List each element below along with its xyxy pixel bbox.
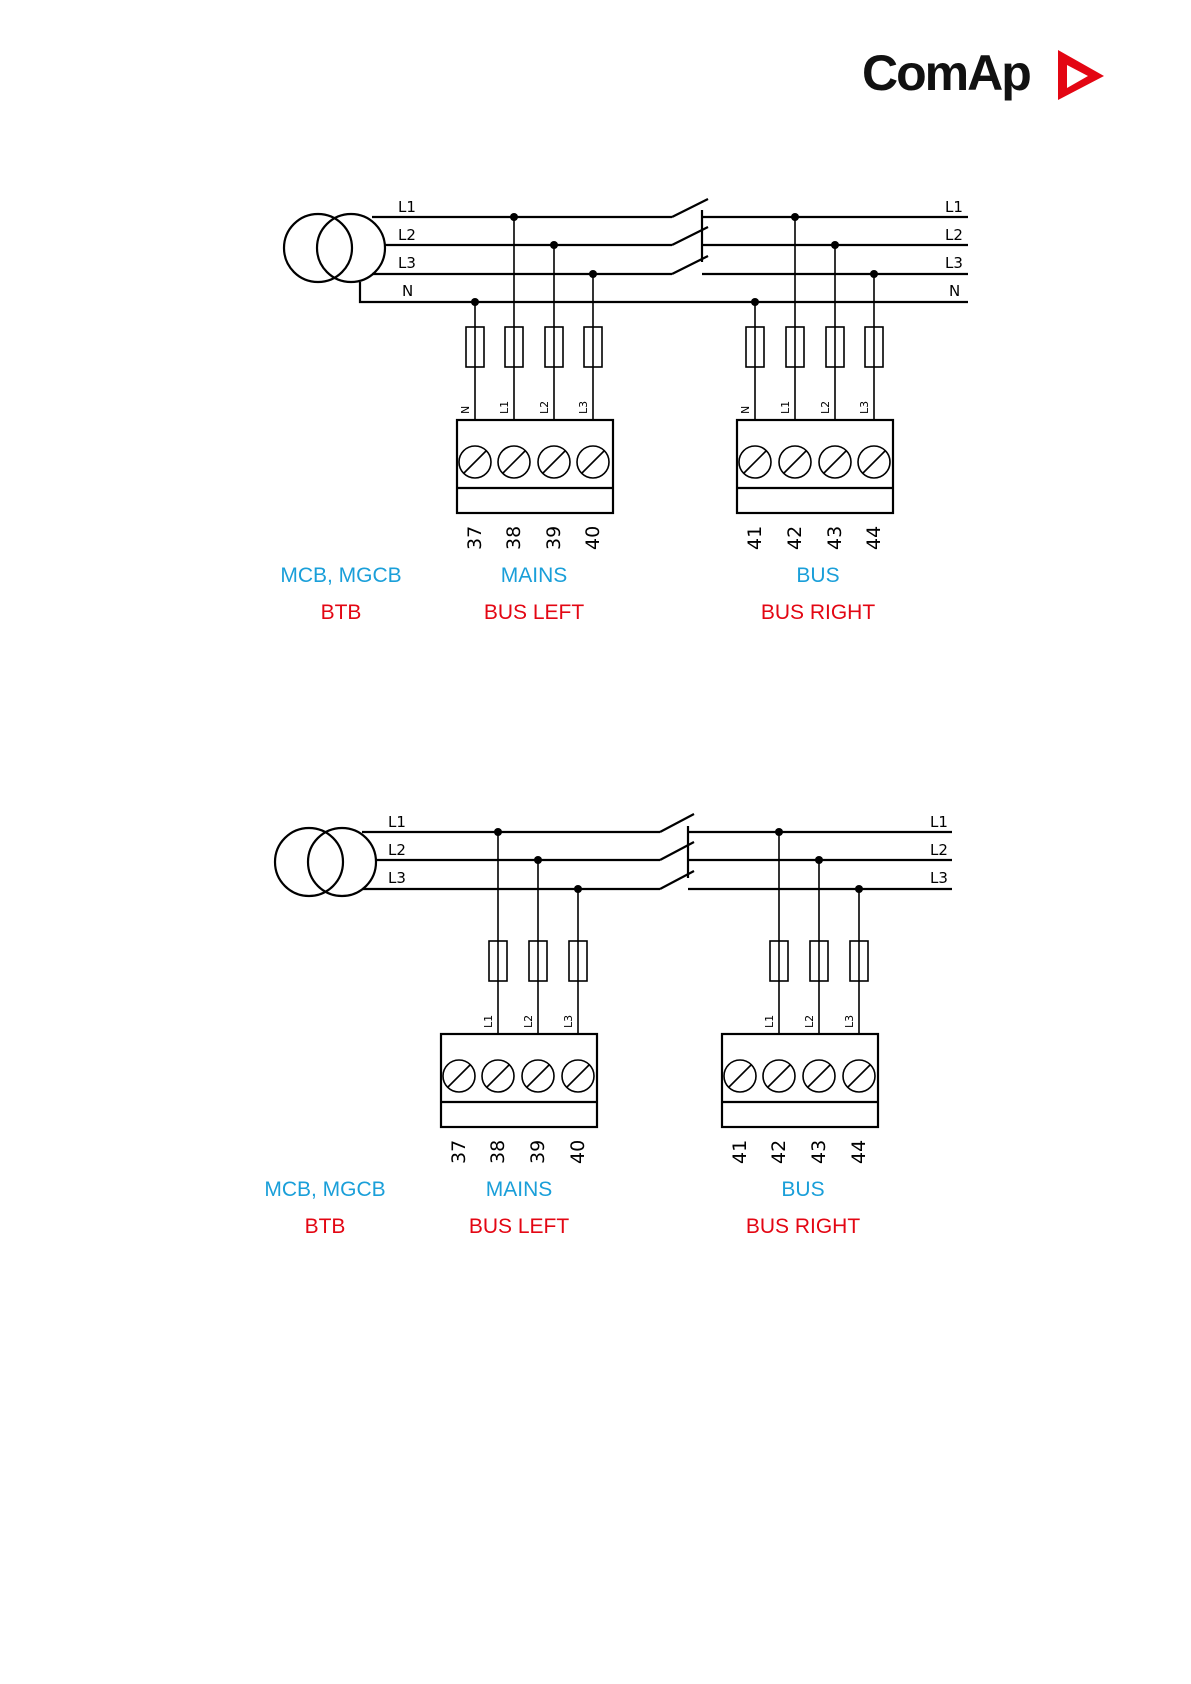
terminal-number: 44 xyxy=(848,1140,870,1164)
terminal-number: 38 xyxy=(503,526,525,550)
caption-breaker: MCB, MGCB xyxy=(264,1178,385,1201)
terminal-number: 39 xyxy=(527,1140,549,1164)
terminal-wire-label: L3 xyxy=(843,1015,856,1028)
terminal-wire-label: L1 xyxy=(482,1015,495,1028)
terminal-wire-label: N xyxy=(459,406,472,414)
mains-terminal-block: 37 38 39 40 xyxy=(441,1034,597,1164)
logo-text: ComAp xyxy=(862,45,1030,101)
terminal-wire-label: L1 xyxy=(779,401,792,414)
terminal-wire-label: L2 xyxy=(803,1015,816,1028)
terminal-number: 40 xyxy=(582,526,604,550)
terminal-wire-label: N xyxy=(739,406,752,414)
terminal-wire-label: L3 xyxy=(577,401,590,414)
phase-label: L2 xyxy=(930,841,948,859)
phase-label: L3 xyxy=(388,869,406,887)
phase-label: N xyxy=(402,282,413,300)
terminal-number: 41 xyxy=(744,526,766,550)
mains-terminal-block: 37 38 39 40 xyxy=(457,420,613,550)
caption-mains: MAINS xyxy=(486,1178,553,1201)
bus-terminal-block: 41 42 43 44 xyxy=(737,420,893,550)
caption-bus: BUS xyxy=(781,1178,824,1201)
terminal-number: 42 xyxy=(768,1140,790,1164)
breaker-switch xyxy=(672,199,708,274)
play-arrow-icon xyxy=(1058,50,1104,100)
phase-label: L2 xyxy=(945,226,963,244)
terminal-number: 43 xyxy=(824,526,846,550)
caption-bus-alt: BUS RIGHT xyxy=(746,1215,861,1238)
terminal-wire-label: L3 xyxy=(858,401,871,414)
diagram-2: L1 L2 L3 L1 L2 L3 L1 L2 L3 xyxy=(264,813,952,1238)
caption-mains: MAINS xyxy=(501,564,568,587)
terminal-number: 37 xyxy=(464,526,486,550)
caption-mains-alt: BUS LEFT xyxy=(469,1215,570,1238)
phase-label: L3 xyxy=(945,254,963,272)
terminal-number: 41 xyxy=(729,1140,751,1164)
terminal-number: 37 xyxy=(448,1140,470,1164)
phase-label: L2 xyxy=(398,226,416,244)
caption-breaker-alt: BTB xyxy=(305,1215,346,1238)
breaker-switch xyxy=(660,814,694,889)
phase-label: L3 xyxy=(930,869,948,887)
terminal-wire-label: L2 xyxy=(522,1015,535,1028)
terminal-wire-label: L1 xyxy=(763,1015,776,1028)
terminal-number: 43 xyxy=(808,1140,830,1164)
terminal-wire-label: L2 xyxy=(538,401,551,414)
terminal-number: 40 xyxy=(567,1140,589,1164)
caption-mains-alt: BUS LEFT xyxy=(484,601,585,624)
comap-logo: ComAp xyxy=(862,45,1104,101)
phase-label: L3 xyxy=(398,254,416,272)
transformer-symbol xyxy=(284,214,385,282)
diagram-1: L1 L2 L3 N L1 L2 L3 N N L1 L2 L3 xyxy=(280,198,968,624)
caption-breaker: MCB, MGCB xyxy=(280,564,401,587)
terminal-number: 42 xyxy=(784,526,806,550)
terminal-wire-label: L1 xyxy=(498,401,511,414)
caption-breaker-alt: BTB xyxy=(321,601,362,624)
phase-label: L2 xyxy=(388,841,406,859)
terminal-number: 39 xyxy=(543,526,565,550)
caption-bus: BUS xyxy=(796,564,839,587)
phase-label: L1 xyxy=(388,813,406,831)
phase-label: N xyxy=(949,282,960,300)
phase-label: L1 xyxy=(945,198,963,216)
terminal-number: 38 xyxy=(487,1140,509,1164)
terminal-wire-label: L2 xyxy=(819,401,832,414)
terminal-number: 44 xyxy=(863,526,885,550)
bus-terminal-block: 41 42 43 44 xyxy=(722,1034,878,1164)
phase-label: L1 xyxy=(398,198,416,216)
caption-bus-alt: BUS RIGHT xyxy=(761,601,876,624)
phase-label: L1 xyxy=(930,813,948,831)
transformer-symbol xyxy=(275,828,376,896)
terminal-wire-label: L3 xyxy=(562,1015,575,1028)
